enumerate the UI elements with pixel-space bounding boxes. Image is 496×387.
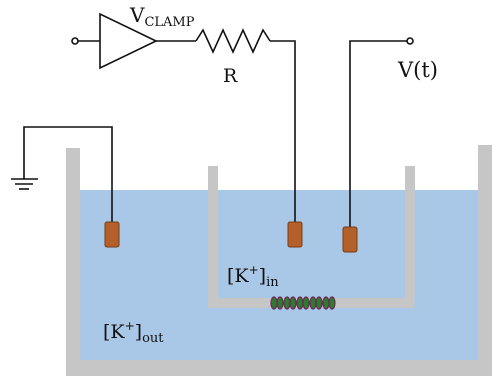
ion-channel — [270, 296, 284, 310]
resistor-label: R — [223, 65, 238, 87]
ion-channel-subunit — [322, 296, 330, 310]
outer-tank-right-wall — [478, 145, 492, 376]
v-clamp-label: VCLAMP — [129, 3, 195, 30]
ion-channel-subunit — [309, 296, 317, 310]
ion-channel-subunit — [270, 296, 278, 310]
v-clamp-main: V — [129, 3, 145, 27]
k-out-close: ] — [135, 321, 142, 343]
amplifier-input-terminal — [71, 37, 79, 45]
k-in-label: [K+]in — [227, 263, 279, 290]
k-out-base: [K — [103, 321, 125, 343]
k-in-base: [K — [227, 265, 249, 287]
ion-channel-subunit — [296, 296, 304, 310]
ion-channel-subunit — [283, 296, 291, 310]
v-clamp-subscript: CLAMP — [144, 15, 194, 30]
k-out-subscript: out — [142, 331, 164, 346]
ion-channel — [283, 296, 297, 310]
ion-channel-subunit — [289, 296, 297, 310]
ion-channel-subunit — [276, 296, 284, 310]
amplifier-triangle-icon — [99, 12, 158, 70]
ion-channel — [296, 296, 310, 310]
inner-compartment-left-wall — [208, 166, 218, 308]
ion-channel-subunit — [315, 296, 323, 310]
ground-connection — [11, 126, 113, 224]
recording-electrode — [342, 226, 358, 253]
k-in-subscript: in — [266, 275, 279, 290]
resistor-zigzag-icon — [195, 28, 271, 54]
ion-channels — [270, 296, 336, 310]
k-in-superscript: + — [249, 263, 259, 277]
k-in-close: ] — [259, 265, 266, 287]
clamp-circuit — [71, 12, 296, 224]
inner-compartment-right-wall — [405, 166, 415, 308]
k-out-label: [K+]out — [103, 319, 164, 346]
voltage-probe-wire — [349, 37, 414, 228]
voltage-output-terminal — [406, 37, 414, 45]
ion-channel — [309, 296, 323, 310]
clamp-electrode — [287, 221, 303, 248]
voltage-readout-label: V(t) — [397, 58, 438, 82]
ground-electrode — [104, 221, 120, 248]
ion-channel-subunit — [328, 296, 336, 310]
outer-tank-bottom — [66, 360, 492, 376]
ion-channel — [322, 296, 336, 310]
k-out-superscript: + — [125, 319, 135, 333]
ion-channel-subunit — [302, 296, 310, 310]
outer-tank-left-wall — [66, 148, 80, 376]
